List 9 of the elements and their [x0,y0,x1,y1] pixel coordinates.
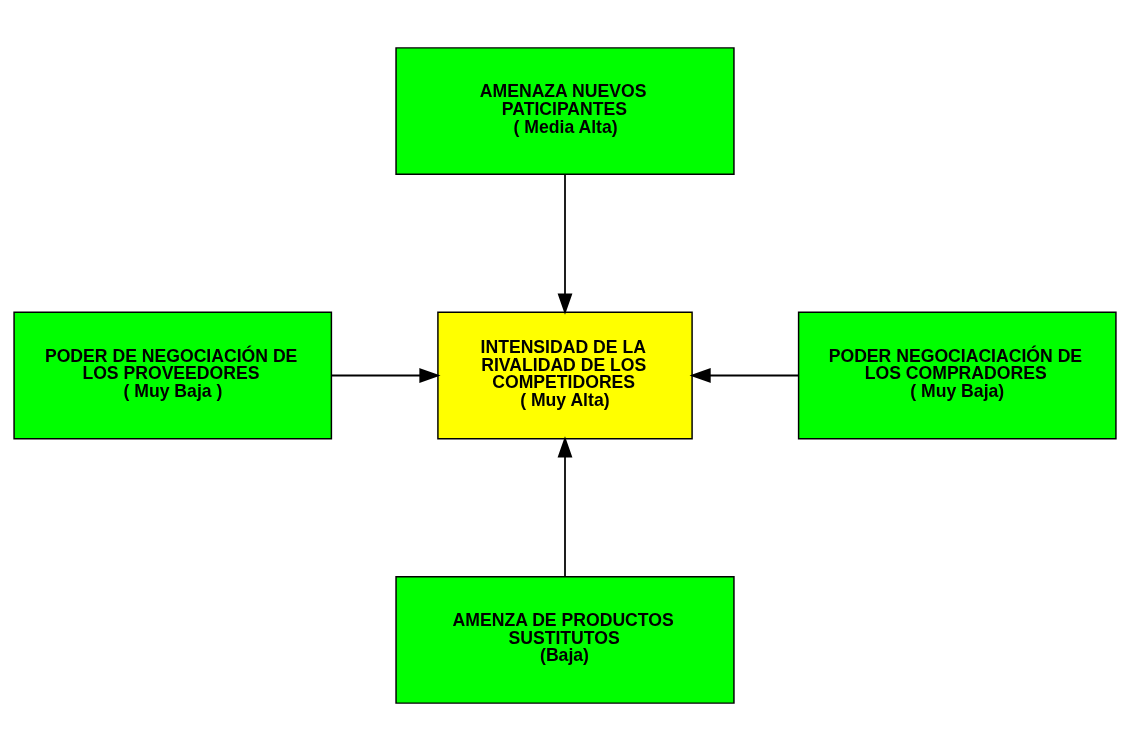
arrow [557,173,573,315]
node-box: INTENSIDAD DE LA RIVALIDAD DE LOS COMPETIDORES ( Muy Alta) [437,311,693,440]
arrow [330,368,441,383]
node-box: AMENAZA NUEVOS PATICIPANTES ( Media Alta) [395,47,735,175]
arrow [557,436,573,578]
node-box: PODER DE NEGOCIACIÓN DE LOS PROVEEDORES ( Muy Baja ) [13,311,333,440]
node-box: PODER NEGOCIACIACIÓN DE LOS COMPRADORES ( Muy Baja) [797,311,1117,440]
node-box: AMENZA DE PRODUCTOS SUSTITUTOS (Baja) [395,576,735,704]
arrow [689,368,800,383]
